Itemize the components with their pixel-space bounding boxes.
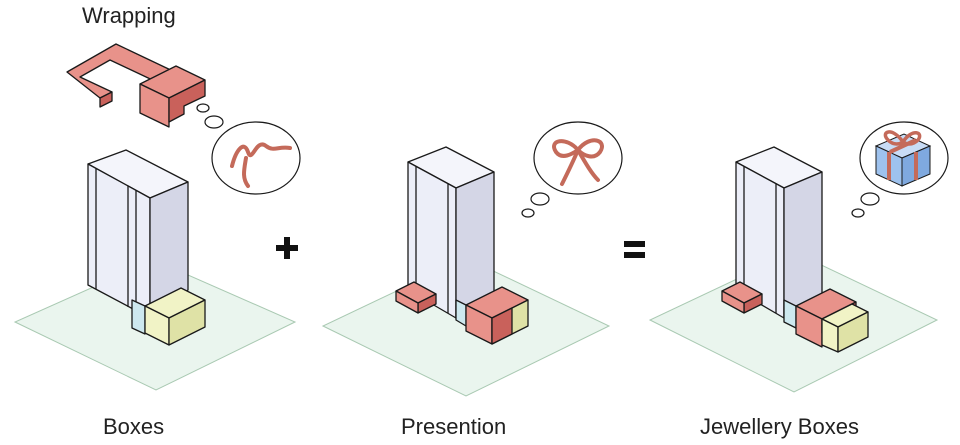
boxes-label: Boxes xyxy=(103,414,165,439)
bow-icon xyxy=(552,138,604,186)
yellow-box xyxy=(821,303,869,353)
thought-bubble xyxy=(521,121,623,218)
tower-building xyxy=(735,146,823,329)
jewellery-boxes-label: Jewellery Boxes xyxy=(700,414,859,439)
yellow-box xyxy=(144,287,206,346)
panel-boxes xyxy=(13,43,301,391)
wrapping-shape xyxy=(66,43,206,128)
wrapping-strip xyxy=(721,281,763,314)
tower-building xyxy=(407,146,495,327)
plus-operator: + xyxy=(276,237,298,259)
tower-building xyxy=(87,149,189,335)
panel-jewellery-boxes xyxy=(648,121,949,393)
thought-bubble xyxy=(851,121,949,218)
equals-text: = xyxy=(634,249,635,251)
thought-bubble xyxy=(196,103,301,195)
ribbon-icon xyxy=(230,142,292,188)
panel-presention xyxy=(321,121,623,397)
wrapping-strip xyxy=(395,281,437,314)
gift-icon xyxy=(874,130,932,187)
wrapping-label: Wrapping xyxy=(82,3,176,28)
wrapped-box xyxy=(465,286,529,345)
presention-label: Presention xyxy=(401,414,507,439)
equals-operator: = xyxy=(624,241,645,258)
